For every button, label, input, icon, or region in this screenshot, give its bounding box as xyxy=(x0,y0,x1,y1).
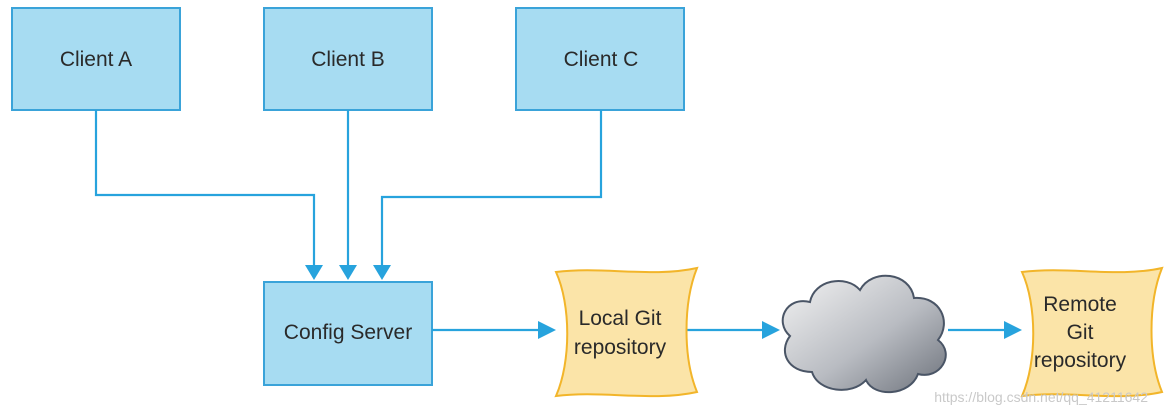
remote-repo-label-line3: repository xyxy=(1034,349,1127,372)
arrow-a-head xyxy=(305,265,323,280)
arrow-heads xyxy=(305,265,1022,339)
client-a-connector xyxy=(94,110,316,266)
client-c-connector xyxy=(380,110,603,266)
arrow-b-head xyxy=(339,265,357,280)
remote-repo-label-line2: Git xyxy=(1067,321,1094,344)
arrow-remote-head xyxy=(1004,321,1022,339)
remote-repo-label-line1: Remote xyxy=(1043,293,1117,316)
arrow-local-head xyxy=(538,321,556,339)
config-server-label: Config Server xyxy=(284,321,412,344)
client-a-box: Client A xyxy=(11,7,181,111)
local-repo-label-line2: repository xyxy=(574,336,667,359)
arrow-c-head xyxy=(373,265,391,280)
client-b-box: Client B xyxy=(263,7,433,111)
arrow-cloud-head xyxy=(762,321,780,339)
local-git-repository: Local Git repository xyxy=(554,266,699,398)
client-c-box: Client C xyxy=(515,7,685,111)
remote-git-repository: Remote Git repository xyxy=(1020,266,1164,398)
watermark-text: https://blog.csdn.net/qq_41211642 xyxy=(934,389,1148,405)
client-c-label: Client C xyxy=(564,48,639,71)
client-b-label: Client B xyxy=(311,48,385,71)
cloud-icon xyxy=(781,274,947,394)
connectors xyxy=(94,110,1006,332)
local-repo-label-line1: Local Git xyxy=(579,307,662,330)
client-a-label: Client A xyxy=(60,48,132,71)
config-server-box: Config Server xyxy=(263,281,433,386)
